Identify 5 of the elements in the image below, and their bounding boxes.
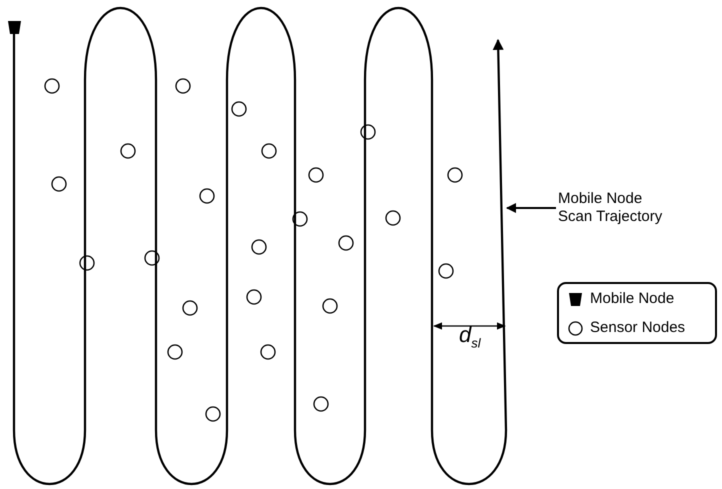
scan-trajectory-arrow: [12, 8, 508, 485]
callout-text: Mobile Node Scan Trajectory: [558, 190, 664, 226]
legend-label: Mobile Node: [590, 290, 674, 307]
legend-label: Sensor Nodes: [590, 319, 686, 336]
dimension-label: d$_{sl}$: [459, 322, 481, 350]
